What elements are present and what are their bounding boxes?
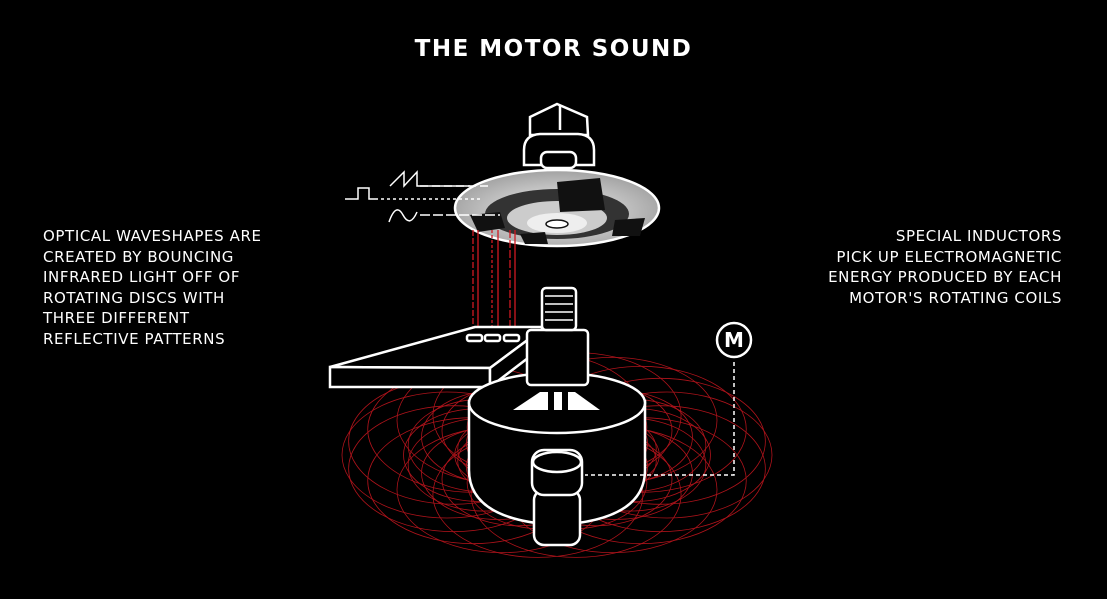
motor-badge: M bbox=[585, 321, 753, 476]
caption-line: MOTOR'S ROTATING COILS bbox=[849, 288, 1062, 307]
infrared-beams bbox=[472, 230, 516, 335]
nut bbox=[522, 102, 596, 170]
optical-caption: OPTICAL WAVESHAPES ARE CREATED BY BOUNCI… bbox=[43, 226, 262, 349]
sine-wave-icon bbox=[388, 209, 418, 223]
sawtooth-wave-icon bbox=[389, 170, 470, 188]
caption-line: OPTICAL WAVESHAPES ARE bbox=[43, 227, 262, 245]
caption-line: ENERGY PRODUCED BY EACH bbox=[828, 268, 1062, 286]
inductor-caption: SPECIAL INDUCTORS PICK UP ELECTROMAGNETI… bbox=[828, 226, 1062, 308]
page-title: THE MOTOR SOUND bbox=[414, 36, 693, 62]
caption-line: REFLECTIVE PATTERNS bbox=[43, 329, 226, 348]
caption-line: ROTATING DISCS WITH bbox=[43, 288, 225, 307]
motor-badge-label: M bbox=[724, 328, 744, 352]
caption-line: CREATED BY BOUNCING bbox=[43, 247, 235, 266]
optical-disc bbox=[453, 168, 661, 248]
sensor bbox=[483, 333, 502, 343]
caption-line: SPECIAL INDUCTORS bbox=[895, 227, 1062, 245]
square-wave-icon bbox=[345, 187, 375, 200]
caption-line: INFRARED LIGHT OFF OF bbox=[43, 268, 241, 286]
caption-line: THREE DIFFERENT bbox=[43, 309, 190, 327]
caption-line: PICK UP ELECTROMAGNETIC bbox=[836, 247, 1062, 266]
motor bbox=[467, 286, 647, 547]
waveform-icons bbox=[345, 170, 500, 223]
sensor bbox=[502, 333, 521, 343]
sensor bbox=[465, 333, 484, 343]
